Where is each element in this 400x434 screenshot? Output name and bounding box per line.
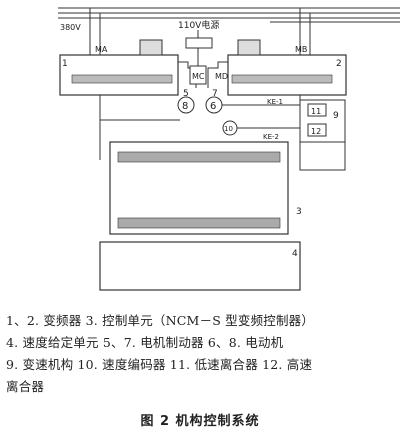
label-11: 11 bbox=[311, 107, 321, 116]
motor-a-label: MA bbox=[95, 45, 108, 54]
motor-8 bbox=[177, 96, 195, 114]
label-4: 4 bbox=[292, 249, 298, 259]
ke2-label: KE-2 bbox=[263, 133, 279, 141]
label-3: 3 bbox=[296, 207, 302, 217]
power-supply-box bbox=[185, 37, 213, 49]
voltage-380-label: 380V bbox=[60, 23, 81, 32]
power-lines bbox=[58, 7, 400, 55]
voltage-110-label: 110V电源 bbox=[178, 19, 219, 31]
legend-line-3: 9. 变速机构 10. 速度编码器 11. 低速离合器 12. 高速 bbox=[6, 357, 313, 372]
legend-line-2: 4. 速度给定单元 5、7. 电机制动器 6、8. 电动机 bbox=[6, 335, 284, 350]
legend-line-4: 离合器 bbox=[6, 379, 45, 394]
control-system-diagram: 380V 110V电源 MA 1 MB 2 MC MD 5 7 8 6 bbox=[58, 7, 400, 291]
figure-caption: 图 2 机构控制系统 bbox=[140, 414, 260, 429]
legend-line-1: 1、2. 变频器 3. 控制单元（NCM－S 型变频控制器） bbox=[6, 313, 315, 328]
control-wiring bbox=[99, 95, 346, 171]
control-unit bbox=[109, 141, 289, 235]
label-9: 9 bbox=[333, 111, 339, 121]
label-2: 2 bbox=[336, 59, 342, 69]
inverter-1 bbox=[59, 39, 179, 96]
label-12: 12 bbox=[311, 127, 321, 136]
ke1-label: KE-1 bbox=[267, 98, 283, 106]
inverter-2 bbox=[227, 39, 347, 96]
label-1: 1 bbox=[62, 59, 68, 69]
mc-label: MC bbox=[192, 72, 205, 81]
speed-change-mechanism bbox=[222, 95, 346, 143]
legend: 1、2. 变频器 3. 控制单元（NCM－S 型变频控制器） 4. 速度给定单元… bbox=[6, 310, 396, 398]
brakes-and-motors bbox=[178, 48, 228, 88]
label-8: 8 bbox=[182, 101, 188, 112]
label-5: 5 bbox=[183, 89, 189, 99]
label-6: 6 bbox=[210, 101, 216, 112]
motor-b-label: MB bbox=[295, 45, 307, 54]
label-10: 10 bbox=[224, 125, 233, 133]
md-label: MD bbox=[215, 72, 228, 81]
speed-setting-unit bbox=[99, 241, 301, 291]
label-7: 7 bbox=[212, 89, 218, 99]
